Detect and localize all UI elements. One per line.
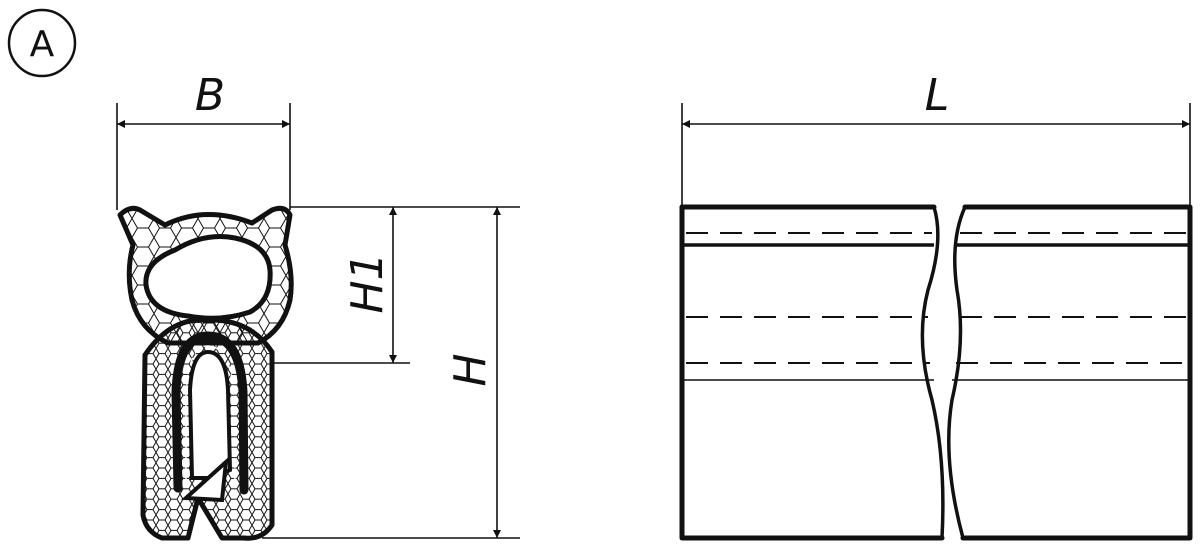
dimension-l: L — [681, 70, 1191, 207]
carrier-centerline — [185, 345, 236, 487]
break-line-right — [947, 206, 967, 539]
bulb-hollow — [143, 234, 273, 321]
l-label: L — [925, 70, 950, 121]
seal-cross-section — [117, 205, 294, 541]
dimension-h1: H1 — [270, 206, 520, 364]
view-tag-circle — [7, 8, 77, 78]
side-view-right-top — [960, 204, 1193, 541]
dimension-b: B — [116, 70, 291, 210]
view-tag-a: A — [7, 8, 77, 78]
clamp-slot — [187, 349, 233, 480]
h1-label: H1 — [342, 252, 393, 313]
metal-carrier — [171, 331, 249, 495]
seal-side-view — [679, 204, 1193, 541]
h-label: H — [445, 353, 496, 386]
b-label: B — [195, 70, 225, 121]
dimension-h: H — [262, 207, 520, 539]
view-tag-letter: A — [30, 24, 55, 65]
gripping-lip — [181, 457, 229, 503]
break-line-left — [920, 206, 945, 539]
side-view-left-segment — [679, 204, 945, 541]
